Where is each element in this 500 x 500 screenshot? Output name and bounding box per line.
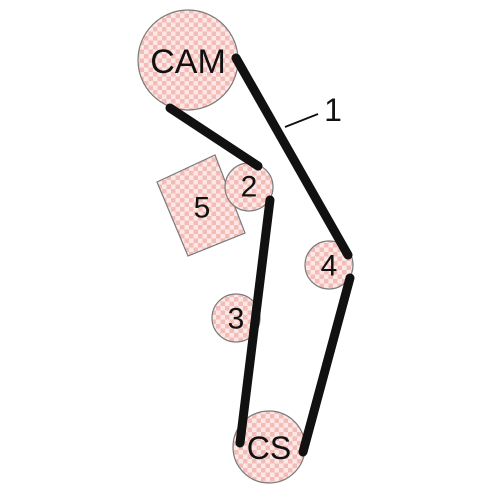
cam-pulley: CAM — [137, 9, 239, 111]
idler-4-label: 4 — [321, 250, 338, 283]
idler-2-label: 2 — [241, 171, 258, 204]
callout-leader-line — [284, 113, 319, 128]
timing-belt — [165, 53, 355, 457]
idler-pulley-2: 2 — [224, 162, 274, 212]
belt-segment-cs-to-2 — [235, 195, 275, 448]
idler-pulley-4: 4 — [304, 240, 354, 290]
crankshaft-label: CS — [247, 430, 291, 466]
crankshaft-pulley: CS — [232, 410, 306, 484]
callout-label: 1 — [324, 92, 342, 128]
tensioner-5-label: 5 — [194, 192, 211, 225]
idler-pulley-3: 3 — [211, 293, 261, 343]
idler-3-label: 3 — [228, 303, 245, 336]
belt-segment-2-to-cam — [165, 103, 263, 171]
tensioner-5: 5 — [156, 154, 246, 257]
belt-segment-cam-to-4 — [231, 53, 353, 260]
cam-label: CAM — [150, 43, 226, 81]
belt-segment-4-to-cs — [298, 273, 355, 457]
belt-callout: 1 — [284, 92, 342, 128]
